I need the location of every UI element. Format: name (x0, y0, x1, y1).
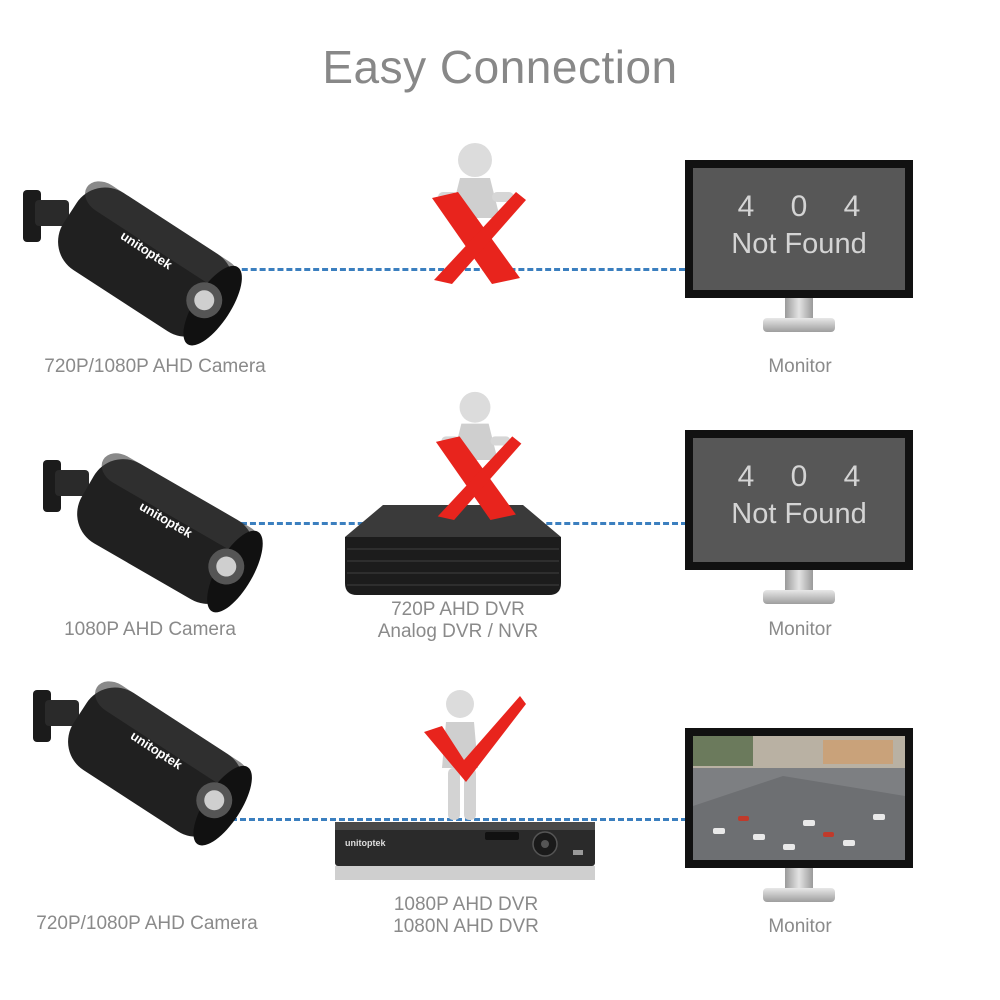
connection-line-row3 (195, 818, 687, 821)
monitor-stand-neck (785, 868, 813, 890)
monitor-label-row1: Monitor (768, 356, 832, 377)
camera-label-row3: 720P/1080P AHD Camera (36, 913, 258, 934)
monitor-screen-live-view (685, 728, 913, 868)
status-text: Not Found (731, 228, 867, 260)
monitor-stand-base (763, 590, 835, 604)
device-label-row3-line2: 1080N AHD DVR (393, 916, 539, 937)
monitor-screen: 4 0 4 Not Found (685, 160, 913, 298)
monitor-label-row3: Monitor (768, 916, 832, 937)
device-label-row2-line1: 720P AHD DVR (391, 599, 525, 620)
monitor-stand-neck (785, 570, 813, 592)
status-code: 4 0 4 (737, 460, 875, 493)
device-label-row2-line2: Analog DVR / NVR (377, 621, 539, 642)
person-x-icon (432, 143, 526, 284)
monitor-stand-base (763, 888, 835, 902)
person-x-icon (435, 391, 522, 520)
monitor-label-row2: Monitor (768, 619, 832, 640)
page-title: Easy Connection (322, 41, 678, 93)
dvr-brand: unitoptek (345, 838, 386, 848)
person-check-icon (424, 690, 526, 820)
camera-icon: unitoptek (23, 181, 242, 346)
device-label-row3-line1: 1080P AHD DVR (393, 894, 539, 915)
camera-icon: unitoptek (33, 681, 252, 846)
camera-label-row2: 1080P AHD Camera (64, 619, 236, 640)
traffic-scene-image (693, 736, 905, 860)
monitor-stand-neck (785, 298, 813, 320)
camera-label-row1: 720P/1080P AHD Camera (44, 356, 266, 377)
camera-icon: unitoptek (43, 453, 263, 613)
monitor-row3 (685, 728, 913, 903)
dvr-icon: unitoptek (335, 822, 595, 880)
status-code: 4 0 4 (737, 190, 875, 223)
monitor-stand-base (763, 318, 835, 332)
monitor-row2: 4 0 4 Not Found (685, 430, 913, 605)
status-text: Not Found (731, 498, 867, 530)
monitor-row1: 4 0 4 Not Found (685, 160, 913, 332)
monitor-screen: 4 0 4 Not Found (685, 430, 913, 570)
